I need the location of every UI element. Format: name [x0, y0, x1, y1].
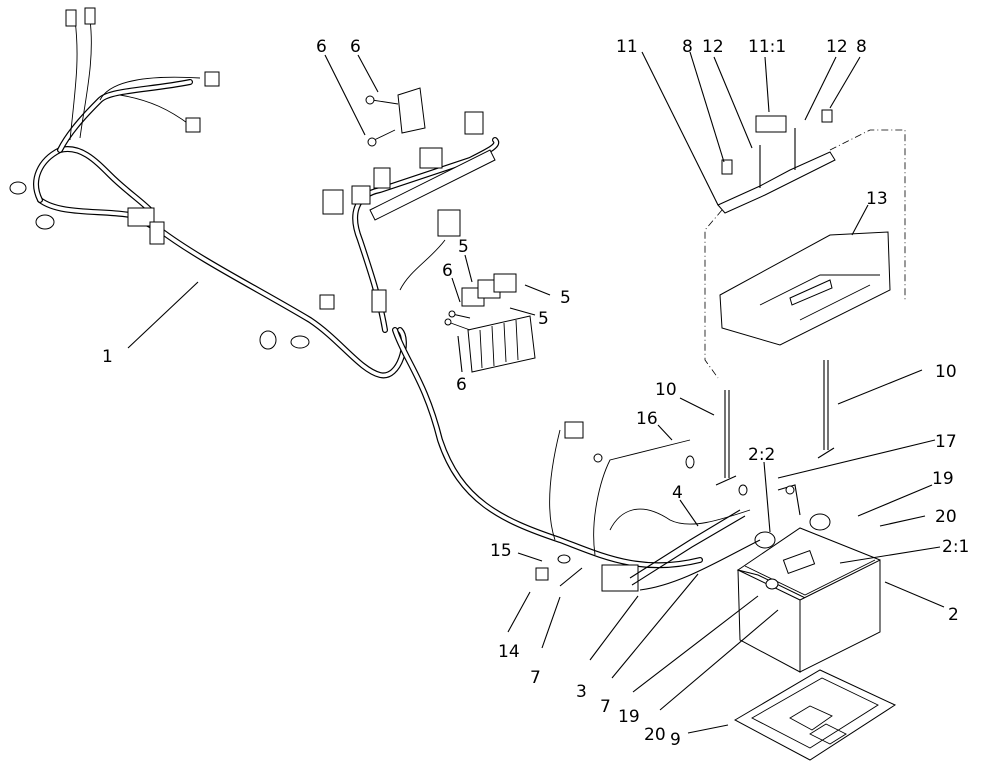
callout-15: 15: [490, 541, 512, 561]
callout-2-2: 2:2: [748, 445, 775, 465]
callout-2: 2: [948, 605, 959, 625]
callout-16: 16: [636, 409, 658, 429]
callout-5: 5: [560, 288, 571, 308]
connector-bracket: [365, 87, 496, 221]
callout-14: 14: [498, 642, 520, 662]
callout-5: 5: [458, 237, 469, 257]
callout-6: 6: [350, 37, 361, 57]
callout-11: 11: [616, 37, 638, 57]
callout-4: 4: [672, 483, 683, 503]
callout-19: 19: [932, 469, 954, 489]
leader-lines: [127, 51, 945, 734]
callout-6: 6: [442, 261, 453, 281]
callout-7: 7: [530, 668, 541, 688]
callout-19: 19: [618, 707, 640, 727]
callout-10: 10: [655, 380, 677, 400]
callout-8: 8: [682, 37, 693, 57]
callout-6: 6: [316, 37, 327, 57]
callout-20: 20: [644, 725, 666, 745]
callout-11-1: 11:1: [748, 37, 786, 57]
callout-7: 7: [600, 697, 611, 717]
callouts: 1 6 6 5 6 5 5 6 11 8 12 11:1 12 8 13 10 …: [102, 37, 969, 750]
fasteners-left: [535, 554, 583, 587]
callout-13: 13: [866, 189, 888, 209]
wire-harness: [9, 7, 751, 592]
callout-9: 9: [670, 730, 681, 750]
battery-hold-down: [704, 109, 906, 379]
callout-17: 17: [935, 432, 957, 452]
battery-cables: [629, 484, 801, 591]
callout-8: 8: [856, 37, 867, 57]
callout-1: 1: [102, 347, 113, 367]
callout-20: 20: [935, 507, 957, 527]
callout-12: 12: [702, 37, 724, 57]
callout-10: 10: [935, 362, 957, 382]
callout-5: 5: [538, 309, 549, 329]
hold-down-rods: [715, 360, 835, 486]
callout-2-1: 2:1: [942, 537, 969, 557]
battery-tray: [733, 669, 897, 761]
relays-and-fuse-block: [444, 273, 536, 373]
callout-3: 3: [576, 682, 587, 702]
callout-12: 12: [826, 37, 848, 57]
battery: [736, 513, 881, 673]
callout-6: 6: [456, 375, 467, 395]
